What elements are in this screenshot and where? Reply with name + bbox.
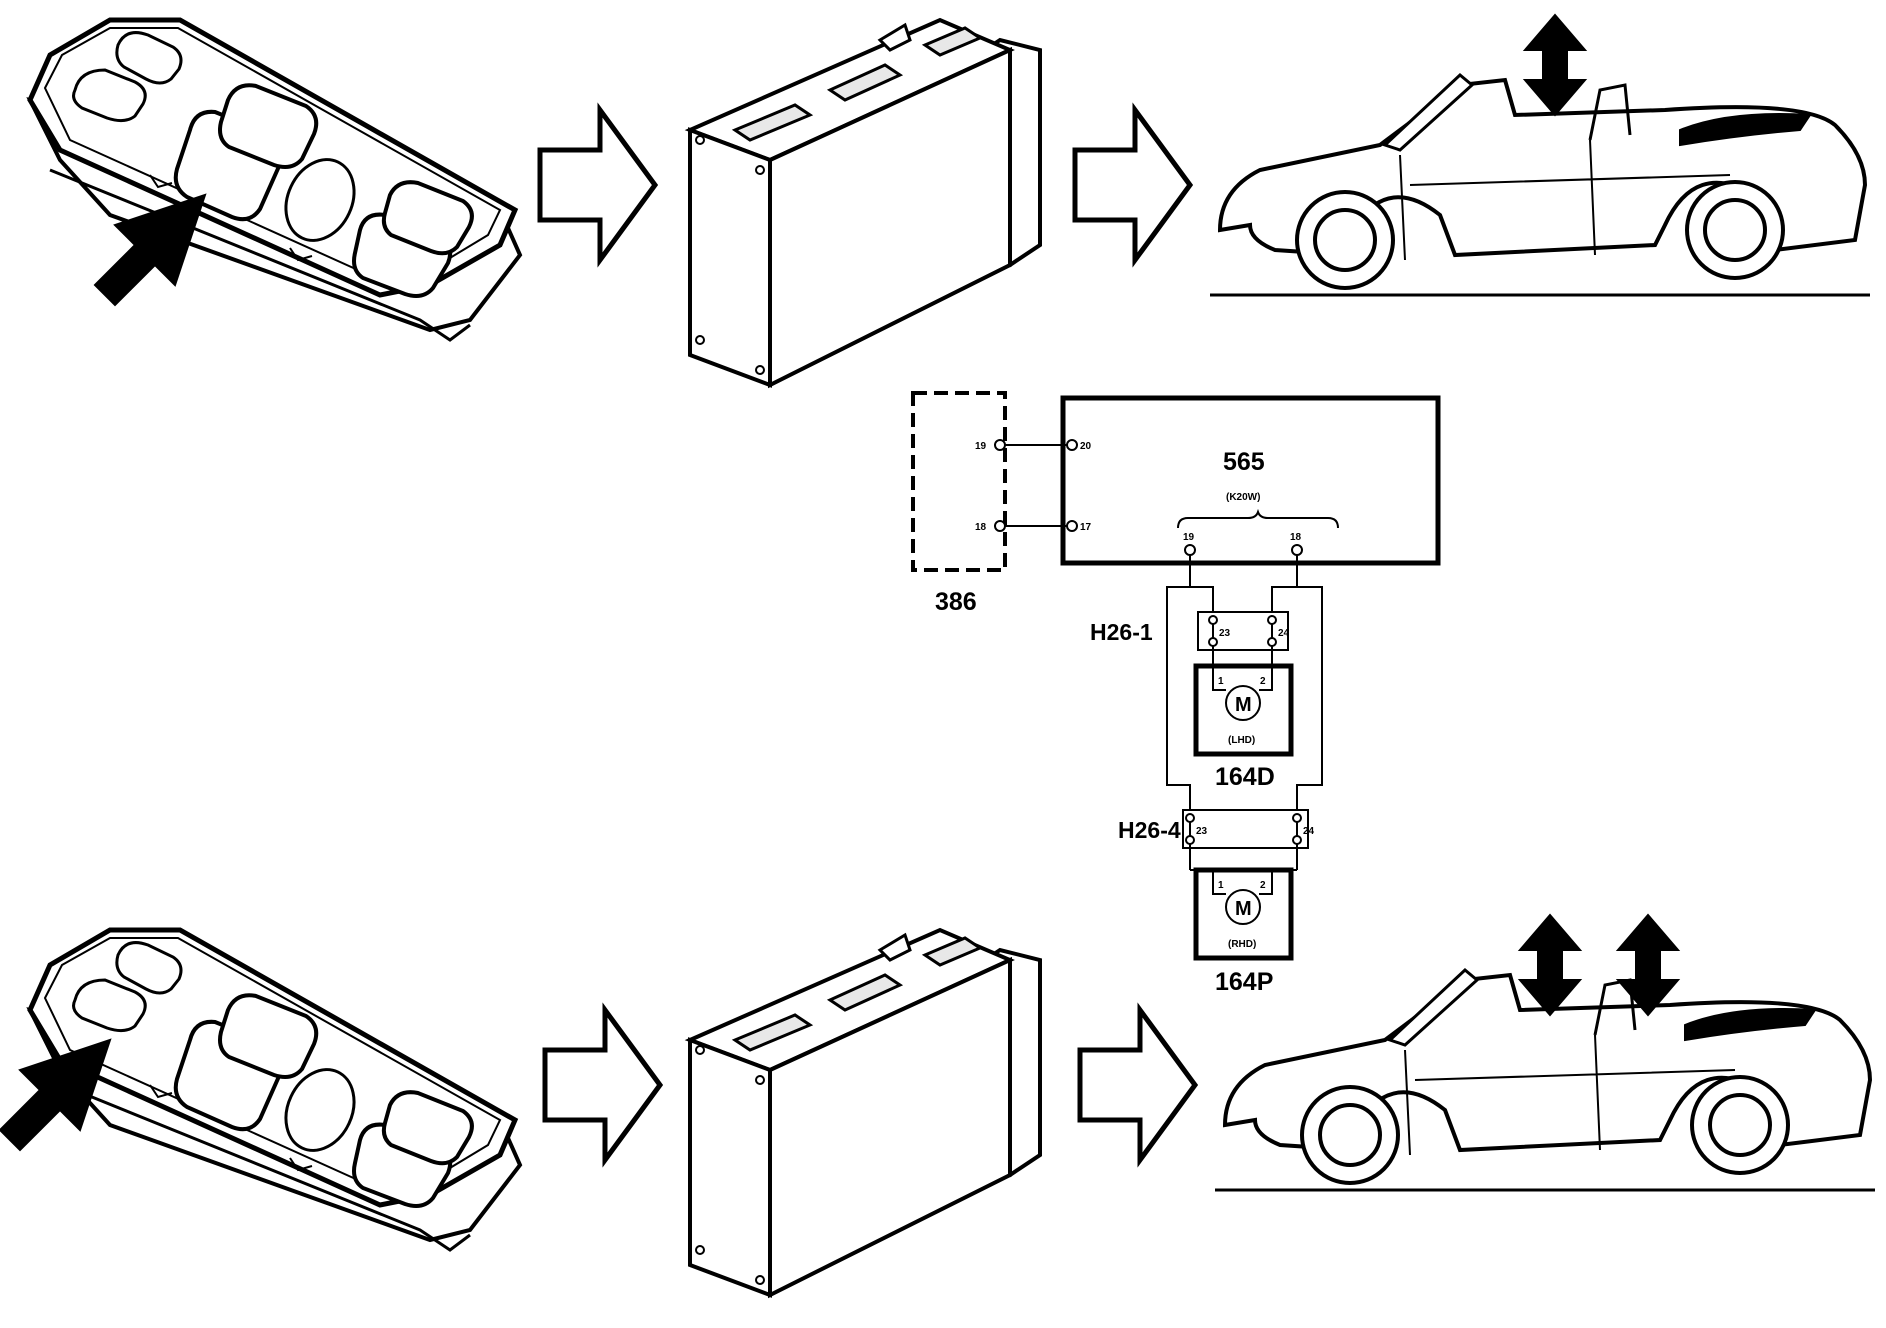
connector-h26-1-pin-24: 24 [1278,628,1290,639]
flow-arrow-1-top [540,110,655,260]
motor-164d-pin-1: 1 [1218,676,1224,687]
control-module-top [688,18,1042,387]
connector-h26-4-box [1182,809,1309,849]
module-386-pin-19: 19 [975,441,987,452]
motor-164d-label: 164D [1215,763,1275,791]
connector-h26-1-label: H26-1 [1090,619,1153,645]
motor-164d-pin-2: 2 [1260,676,1266,687]
flow-arrow-2-top [1075,110,1190,260]
module-386-pin-18: 18 [975,522,987,533]
motor-164p-box [1193,867,1294,961]
module-565-pin-20: 20 [1080,441,1092,452]
motor-164p-variant: (RHD) [1228,939,1256,950]
flow-arrow-1-bottom [545,1010,660,1160]
motor-164p-pin-2: 2 [1260,880,1266,891]
updown-arrow-bottom-right [1617,914,1679,1016]
connector-h26-4-label: H26-4 [1118,817,1181,843]
connector-h26-1-box [1197,611,1289,651]
module-565-sublabel: (K20W) [1226,492,1260,503]
updown-arrow-top [1524,14,1586,116]
module-386-label: 386 [935,588,977,616]
motor-164p-symbol: M [1235,898,1252,920]
motor-164d-box [1193,663,1294,757]
connector-h26-1-pin-23: 23 [1219,628,1231,639]
updown-arrow-bottom-left [1519,914,1581,1016]
motor-164p-pin-1: 1 [1218,880,1224,891]
switch-panel-bottom [30,930,520,1250]
motor-164d-symbol: M [1235,694,1252,716]
flow-arrow-2-bottom [1080,1010,1195,1160]
motor-164p-label: 164P [1215,968,1273,996]
module-565-pin-17: 17 [1080,522,1092,533]
module-565-pin-18: 18 [1290,532,1302,543]
connector-h26-4-pin-23: 23 [1196,826,1208,837]
wiring-schematic: 386 19 18 20 17 565 (K20W) 19 18 [911,391,1441,996]
module-565-pin-19: 19 [1183,532,1195,543]
connector-h26-4-pin-24: 24 [1303,826,1315,837]
motor-164d-variant: (LHD) [1228,735,1255,746]
module-565-label: 565 [1223,448,1265,476]
convertible-car-top [1208,73,1872,297]
module-565-box [1060,395,1441,566]
control-module-bottom [688,928,1042,1297]
module-386-box [911,391,1007,572]
